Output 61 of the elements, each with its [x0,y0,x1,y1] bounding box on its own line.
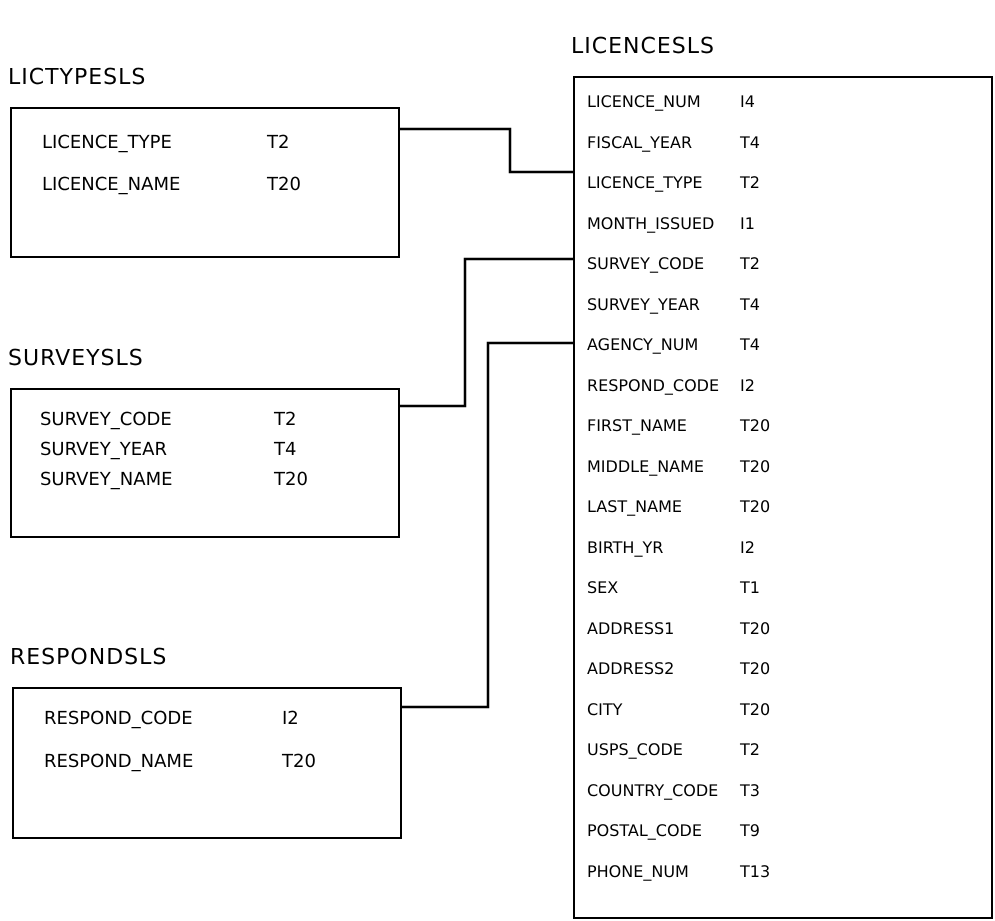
field-type: T20 [740,456,770,478]
field-name: RESPOND_CODE [44,707,193,731]
field-type: T20 [740,698,770,720]
field-type: T2 [274,408,296,432]
field-type: T4 [740,294,760,316]
field-type: I2 [740,536,755,558]
field-type: T2 [267,131,290,155]
field-type: T20 [740,658,770,680]
field-name: MONTH_ISSUED [587,212,714,235]
table-name: LICTYPESLS [8,65,146,90]
field-name: LICENCE_NUM [587,91,701,113]
field-type: I4 [740,91,755,113]
field-type: T4 [740,334,760,356]
field-name: RESPOND_CODE [587,374,720,397]
field-name: POSTAL_CODE [587,820,702,842]
field-name: LICENCE_TYPE [42,131,172,155]
field-name: PHONE_NUM [587,860,689,883]
field-name: ADDRESS1 [587,618,674,640]
table-name: SURVEYSLS [8,346,144,371]
field-name: FISCAL_YEAR [587,132,692,154]
field-type: T1 [740,577,760,599]
field-name: SURVEY_YEAR [587,294,700,316]
field-name: BIRTH_YR [587,536,664,559]
field-type: T3 [740,780,760,802]
field-name: AGENCY_NUM [587,334,698,356]
table-name: RESPONDSLS [10,645,168,670]
field-name: ADDRESS2 [587,658,674,680]
field-type: T20 [740,618,770,640]
field-type: I2 [282,707,299,731]
field-name: LAST_NAME [587,496,682,518]
field-type: T4 [740,132,760,154]
field-type: T20 [740,496,770,518]
field-name: SURVEY_NAME [40,468,172,492]
table-name: LICENCESLS [571,34,715,59]
connector-line [400,258,573,408]
field-name: RESPOND_NAME [44,750,194,774]
field-name: CITY [587,698,622,720]
field-name: USPS_CODE [587,739,683,761]
field-type: T13 [740,860,770,882]
field-type: T4 [274,438,296,462]
field-type: T2 [740,172,760,194]
field-type: T20 [740,415,770,437]
field-name: LICENCE_NAME [42,173,180,197]
field-name: LICENCE_TYPE [587,172,702,194]
field-type: T2 [740,739,760,761]
field-name: SURVEY_CODE [587,253,704,275]
field-type: T20 [274,468,308,492]
field-name: SEX [587,577,618,599]
field-type: T2 [740,253,760,275]
field-type: T20 [282,750,316,774]
field-name: SURVEY_CODE [40,408,172,432]
field-type: I2 [740,374,755,396]
field-name: MIDDLE_NAME [587,456,704,478]
field-name: COUNTRY_CODE [587,780,718,802]
connector-line [400,128,573,174]
field-name: SURVEY_YEAR [40,438,167,462]
field-type: T9 [740,820,760,842]
field-type: T20 [267,173,301,197]
field-type: I1 [740,212,755,234]
field-name: FIRST_NAME [587,415,687,437]
connector-line [402,342,573,708]
